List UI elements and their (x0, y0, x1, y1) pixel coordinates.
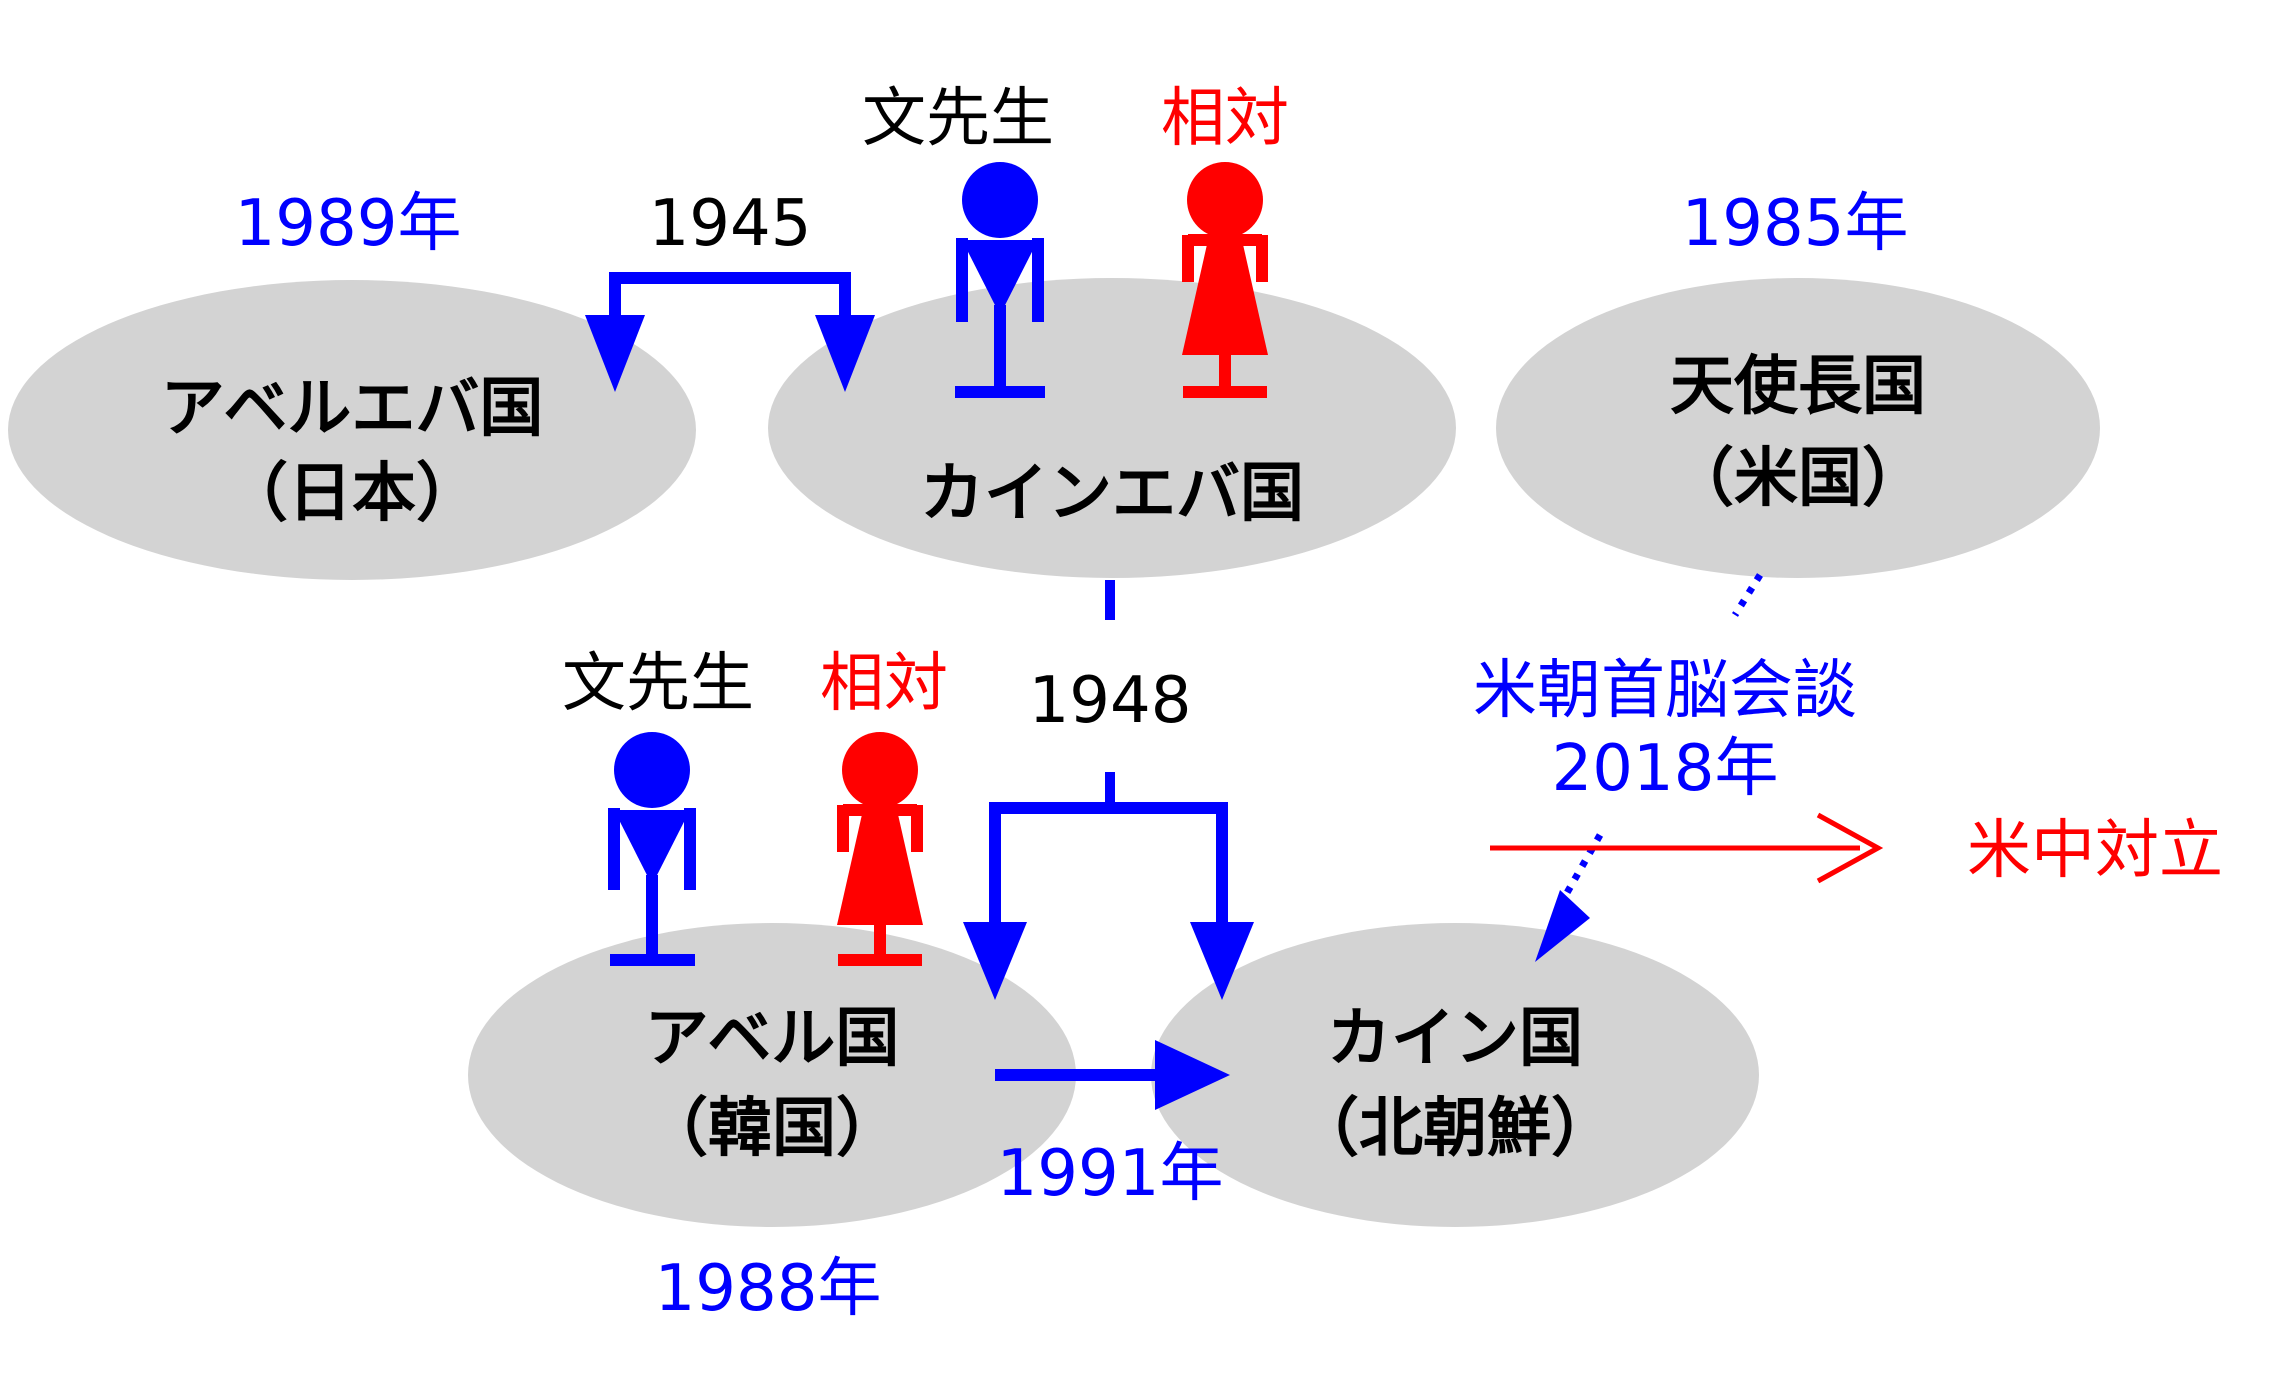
node-angel (1496, 278, 2100, 578)
top-teacher-label: 文先生 (862, 82, 1054, 156)
man-icon (955, 162, 1045, 398)
split-1948-connector (989, 802, 1228, 925)
mid-teacher-label: 文先生 (562, 647, 754, 721)
node-abel-eve (8, 280, 696, 580)
summit-label: 米朝首脳会談 (1473, 654, 1857, 728)
top-counterpart-label: 相対 (1161, 82, 1289, 156)
split-1945-arrowhead-right (815, 315, 875, 392)
node-cain (1151, 923, 1759, 1227)
man-icon (608, 732, 696, 966)
abel-eve-name: アベルエバ国 (161, 372, 544, 446)
split-1945-connector (609, 272, 851, 318)
mid-counterpart-label: 相対 (820, 647, 948, 721)
conflict-arrow-head (1816, 812, 1884, 884)
node-cain-eve (768, 278, 1456, 578)
year-1991: 1991年 (997, 1137, 1224, 1211)
conflict-label: 米中対立 (1967, 814, 2223, 888)
year-1988: 1988年 (655, 1252, 882, 1326)
split-year-1948: 1948 (1029, 664, 1192, 738)
node-abel (468, 923, 1076, 1227)
summit-dotted-top (1732, 573, 1763, 617)
cain-country: （北朝鮮） (1295, 1092, 1615, 1166)
summit-arrowhead (1535, 890, 1590, 962)
split-1948-arrowhead-right (1190, 922, 1254, 1000)
split-1945-arrowhead-left (585, 315, 645, 392)
arrow-1991-head (1155, 1040, 1230, 1110)
angel-country: （米国） (1670, 442, 1926, 516)
cain-eve-name: カインエバ国 (920, 457, 1304, 531)
cain-name: カイン国 (1327, 1002, 1583, 1076)
year-1985: 1985年 (1682, 187, 1909, 261)
angel-name: 天使長国 (1670, 350, 1926, 424)
woman-icon (837, 732, 923, 966)
abel-country: （韓国） (644, 1092, 900, 1166)
summit-year: 2018年 (1552, 732, 1779, 806)
split-1948-arrowhead-left (963, 922, 1027, 1000)
year-1989: 1989年 (235, 187, 462, 261)
abel-eve-country: （日本） (224, 457, 480, 531)
woman-icon (1182, 162, 1268, 398)
split-year-1945: 1945 (649, 187, 812, 261)
abel-name: アベル国 (645, 1002, 900, 1076)
